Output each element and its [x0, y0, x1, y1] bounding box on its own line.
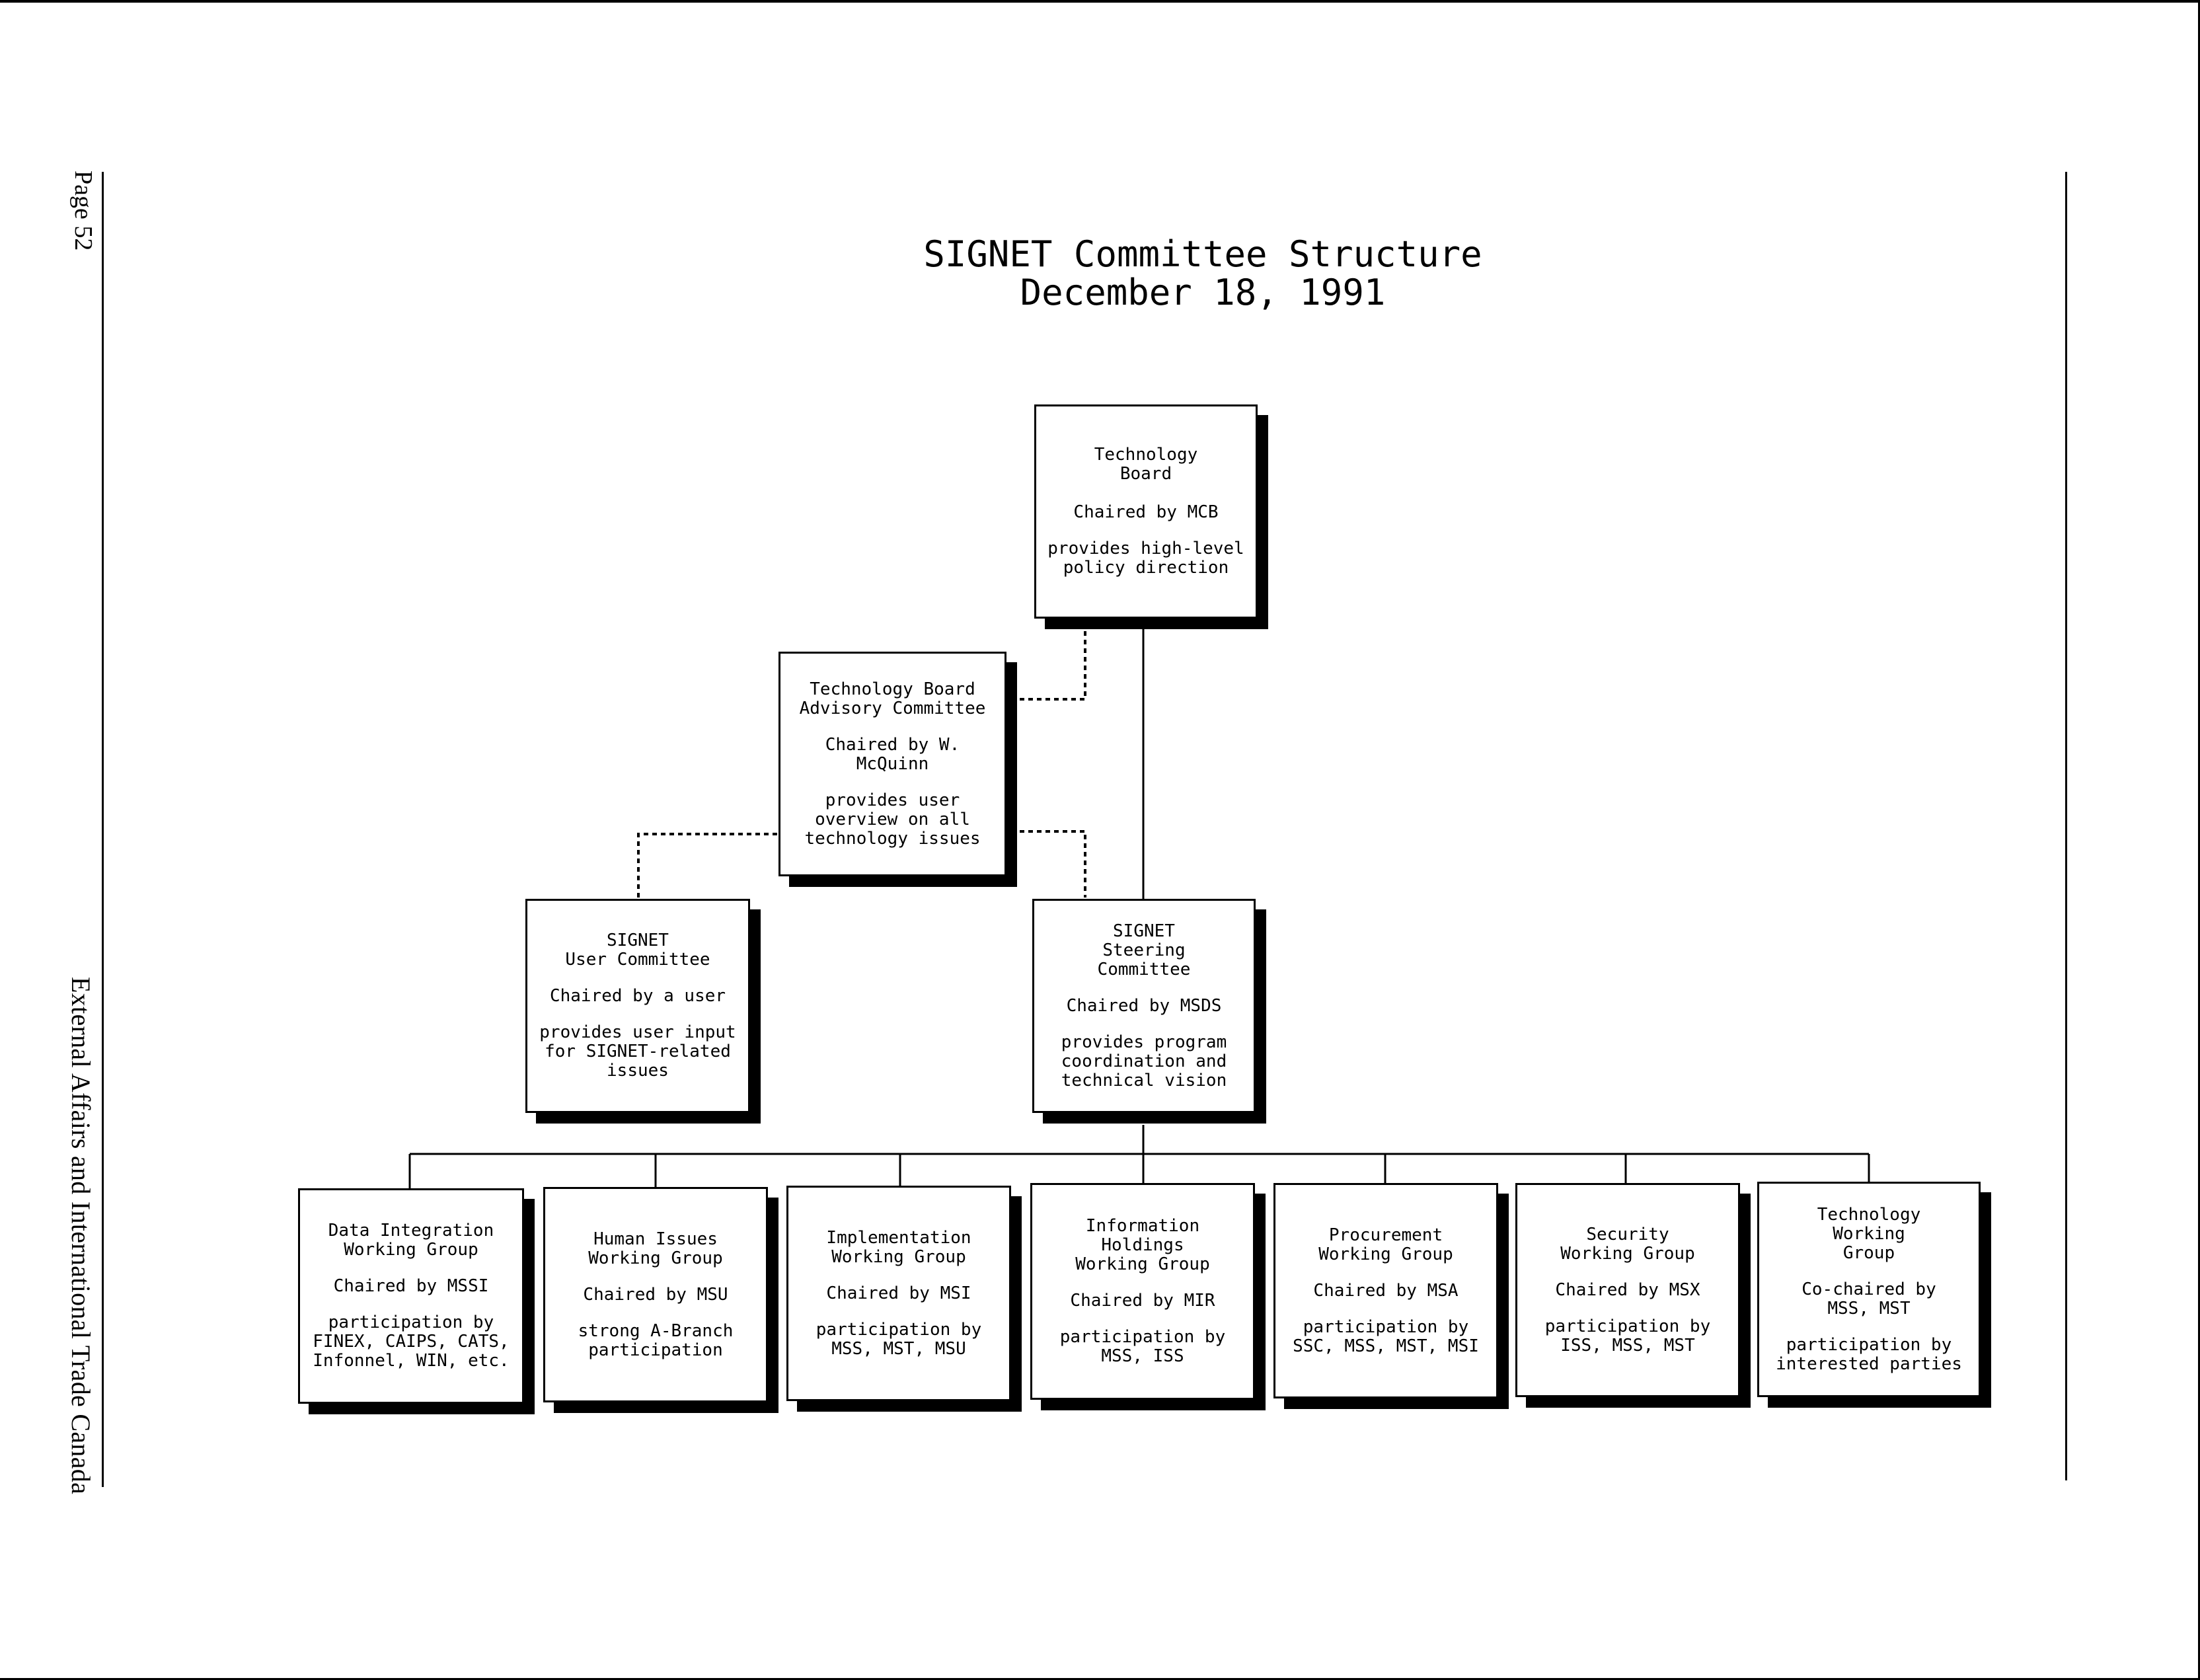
box-chair: Chaired by MSU — [583, 1284, 728, 1305]
box-name: Technology Board — [1094, 445, 1198, 484]
box-chair: Chaired by MSA — [1313, 1280, 1459, 1301]
box-description: participation by ISS, MSS, MST — [1544, 1316, 1711, 1355]
box-chair: Chaired by MIR — [1070, 1291, 1215, 1311]
implementation-working-group-box: Implementation Working Group Chaired by … — [786, 1186, 1011, 1401]
title-line-1: SIGNET Committee Structure — [923, 233, 1482, 275]
security-working-group-box: Security Working Group Chaired by MSX pa… — [1515, 1183, 1740, 1397]
right-margin-rule — [2065, 172, 2067, 1480]
box-chair: Chaired by MSDS — [1066, 995, 1222, 1016]
procurement-working-group-box: Procurement Working Group Chaired by MSA… — [1273, 1183, 1498, 1398]
box-name: Technology Board Advisory Committee — [799, 679, 986, 718]
dashed-advisory-to-board — [1011, 623, 1086, 701]
box-description: participation by MSS, MST, MSU — [816, 1319, 982, 1359]
human-issues-working-group-box: Human Issues Working Group Chaired by MS… — [543, 1187, 768, 1402]
technology-board-box: Technology Board Chaired by MCB provides… — [1034, 404, 1258, 619]
box-chair: Chaired by W. McQuinn — [825, 734, 960, 774]
dashed-advisory-to-user-committee — [637, 833, 777, 899]
box-description: participation by interested parties — [1776, 1334, 1962, 1374]
box-description: provides user input for SIGNET-related i… — [539, 1022, 736, 1081]
box-description: participation by SSC, MSS, MST, MSI — [1293, 1317, 1479, 1356]
box-chair: Chaired by MSX — [1555, 1279, 1700, 1300]
box-name: SIGNET Steering Committee — [1097, 921, 1191, 979]
box-description: provides program coordination and techni… — [1061, 1032, 1227, 1090]
box-name: Data Integration Working Group — [328, 1221, 494, 1260]
box-description: provides high-level policy direction — [1047, 539, 1244, 578]
steering-committee-box: SIGNET Steering Committee Chaired by MSD… — [1032, 899, 1256, 1113]
information-holdings-working-group-box: Information Holdings Working Group Chair… — [1030, 1183, 1255, 1400]
box-name: Procurement Working Group — [1318, 1225, 1453, 1264]
diagram-title: SIGNET Committee Structure December 18, … — [661, 235, 1745, 312]
title-date: December 18, 1991 — [1020, 272, 1386, 313]
box-name: Implementation Working Group — [826, 1227, 971, 1267]
box-description: participation by FINEX, CAIPS, CATS, Inf… — [313, 1313, 510, 1371]
dashed-advisory-to-steering — [1011, 830, 1086, 897]
advisory-committee-box: Technology Board Advisory Committee Chai… — [778, 652, 1006, 876]
box-description: participation by MSS, ISS — [1059, 1327, 1226, 1366]
box-chair: Chaired by a user — [549, 986, 726, 1006]
box-chair: Chaired by MSSI — [333, 1276, 489, 1296]
box-name: Human Issues Working Group — [588, 1229, 723, 1268]
box-chair: Chaired by MSI — [826, 1283, 971, 1303]
box-chair: Co-chaired by MSS, MST — [1802, 1279, 1936, 1318]
user-committee-box: SIGNET User Committee Chaired by a user … — [525, 899, 750, 1113]
box-name: Information Holdings Working Group — [1075, 1216, 1210, 1274]
data-integration-working-group-box: Data Integration Working Group Chaired b… — [298, 1188, 524, 1404]
box-name: Security Working Group — [1560, 1224, 1695, 1264]
box-description: provides user overview on all technology… — [804, 790, 981, 849]
box-name: SIGNET User Committee — [565, 931, 710, 970]
box-description: strong A-Branch participation — [578, 1320, 734, 1360]
left-margin-rule — [102, 172, 104, 1487]
box-chair: Chaired by MCB — [1073, 502, 1219, 522]
box-name: Technology Working Group — [1817, 1204, 1921, 1263]
technology-working-group-box: Technology Working Group Co-chaired by M… — [1757, 1182, 1981, 1397]
